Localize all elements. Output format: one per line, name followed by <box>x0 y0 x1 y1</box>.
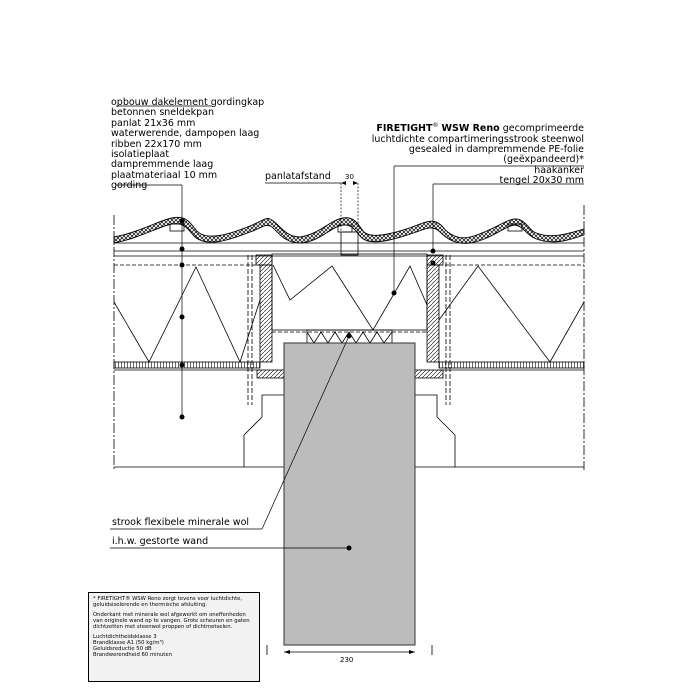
layer-label: panlat 21x36 mm <box>111 117 196 129</box>
counter-batten <box>340 231 359 256</box>
registered-mark: ® <box>432 122 439 129</box>
spec-line: Luchtdichtheidsklasse 3 <box>93 634 157 640</box>
layer-label: plaatmateriaal 10 mm <box>111 169 218 181</box>
batten <box>169 223 185 232</box>
purlin-left <box>243 394 284 468</box>
build-up-label: opbouw dakelement gordingkap betonnen sn… <box>111 97 265 192</box>
anchor-line: haakanker <box>534 165 584 176</box>
anchor-label: haakanker tengel 20x30 mm <box>499 165 584 187</box>
strip-label: strook flexibele minerale wol <box>112 517 250 528</box>
layer-label: betonnen sneldekpan <box>111 107 215 119</box>
purlin-right <box>415 394 456 468</box>
layer-label: gording <box>111 180 148 192</box>
spec-line: Brandklasse A1 (50 kg/m³) <box>93 640 164 646</box>
notes-box: * FIRETIGHT® WSW Reno zorgt tevens voor … <box>88 592 260 682</box>
product-label: FIRETIGHT® WSW Reno gecomprimeerde lucht… <box>372 121 584 166</box>
build-up-title: opbouw dakelement gordingkap <box>111 97 265 108</box>
anchor-line: tengel 20x30 mm <box>499 175 584 187</box>
product-desc: luchtdichte compartimeringsstrook steenw… <box>371 133 584 145</box>
wall-label: i.h.w. gestorte wand <box>112 536 209 547</box>
layer-label: waterwerende, dampopen laag <box>111 128 260 140</box>
rib-left <box>259 264 273 363</box>
board-layer-left <box>113 361 261 369</box>
note-text: * FIRETIGHT® WSW Reno zorgt tevens voor … <box>93 596 243 608</box>
layer-label: dampremmende laag <box>111 159 214 171</box>
product-desc: gesealed in dampremmende PE-folie <box>408 143 584 155</box>
concrete-wall <box>283 342 416 646</box>
spec-line: Brandwerendheid 60 minuten <box>93 652 173 658</box>
roof-tiles <box>113 216 585 244</box>
spec-line: Geluidsreductie 50 dB <box>93 646 152 652</box>
product-brand: FIRETIGHT <box>376 123 433 135</box>
dimension-top: 30 <box>345 173 354 181</box>
product-name: WSW Reno <box>441 123 500 135</box>
rib-right <box>426 264 440 363</box>
dimension-wall-width: 230 <box>340 656 354 664</box>
layer-label: isolatieplaat <box>111 149 170 161</box>
firetight-strip <box>271 253 428 331</box>
layer-label: ribben 22x170 mm <box>111 138 202 150</box>
board-layer-right <box>438 361 585 369</box>
product-desc: (geëxpandeerd)* <box>503 154 584 166</box>
batten <box>507 223 523 232</box>
panlatafstand-label: panlatafstand <box>265 171 331 182</box>
note-text: Onderkant met minerale wol afgewerkt om … <box>93 612 250 630</box>
product-desc: gecomprimeerde <box>502 123 584 135</box>
